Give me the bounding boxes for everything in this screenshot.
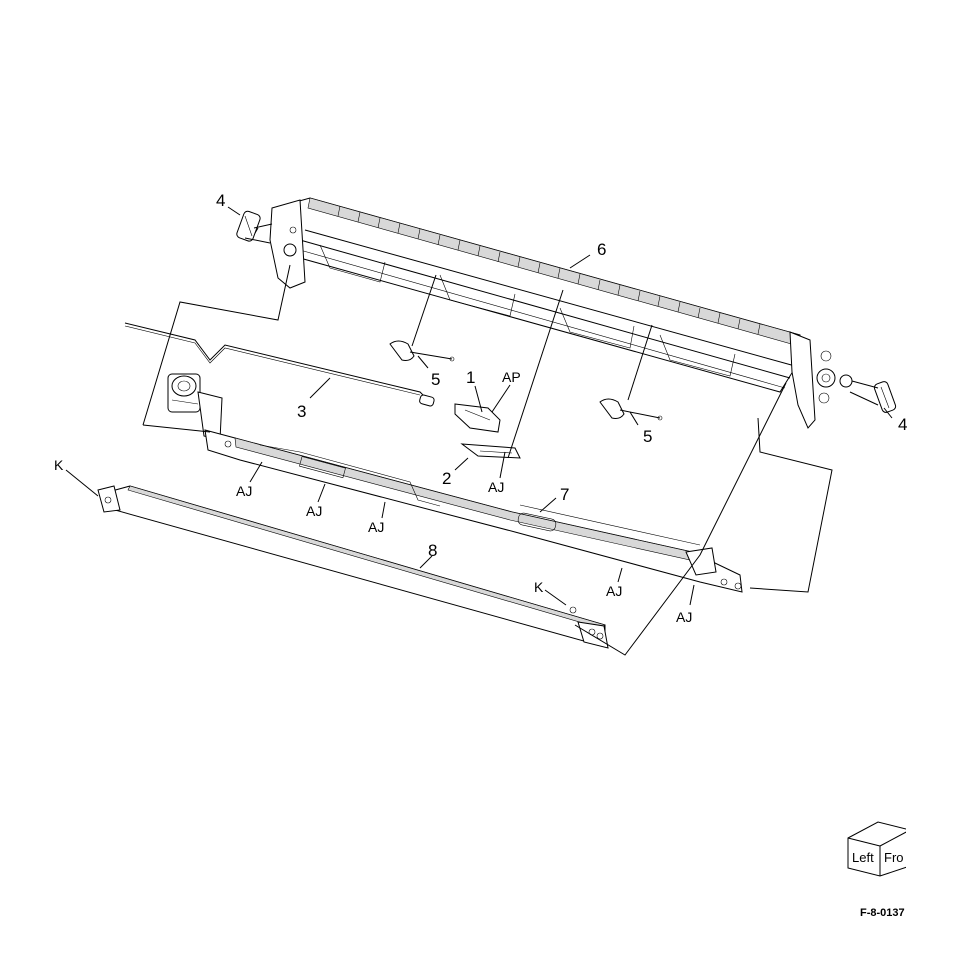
callout-3: 3 (297, 402, 306, 421)
part-4-spring-right (873, 381, 897, 413)
code-k-left: K (54, 457, 64, 473)
part-2-plate (460, 443, 521, 459)
callout-5-left: 5 (431, 370, 440, 389)
part-3-wire-rod (124, 322, 435, 407)
reference-lines (142, 223, 879, 656)
figure-id: F-8-0137 (860, 907, 905, 919)
code-aj-2: AJ (306, 503, 322, 519)
part-6-frame-assembly (269, 197, 853, 429)
part-4-spring-left (236, 210, 261, 242)
code-aj-3: AJ (368, 519, 384, 535)
callout-8: 8 (428, 541, 437, 560)
callout-2: 2 (442, 469, 451, 488)
code-aj-center: AJ (488, 479, 504, 495)
callout-5-right: 5 (643, 427, 652, 446)
callout-labels: 4 6 5 5 3 1 2 7 8 4 (216, 191, 907, 560)
callout-4-right: 4 (898, 415, 907, 434)
part-1-bracket (454, 403, 501, 433)
callout-4-left: 4 (216, 191, 225, 210)
part-8-cover-plate (97, 485, 609, 649)
motor-unit (167, 373, 223, 441)
orientation-left-label: Left (852, 850, 874, 865)
code-k-right: K (534, 579, 544, 595)
code-labels: AP AJ K K AJ AJ AJ AJ AJ (54, 369, 692, 625)
part-5-lever-right (599, 398, 663, 421)
code-aj-4: AJ (606, 583, 622, 599)
callout-1: 1 (466, 368, 475, 387)
part-7-lower-guide (204, 429, 743, 593)
leader-lines (65, 206, 893, 606)
code-aj-1: AJ (236, 483, 252, 499)
callout-7: 7 (560, 485, 569, 504)
code-aj-5: AJ (676, 609, 692, 625)
callout-6: 6 (597, 240, 606, 259)
part-5-lever-left (389, 340, 455, 362)
orientation-front-label: Fro (884, 850, 904, 865)
orientation-cube: Left Fro (847, 820, 965, 890)
code-ap: AP (502, 369, 521, 385)
